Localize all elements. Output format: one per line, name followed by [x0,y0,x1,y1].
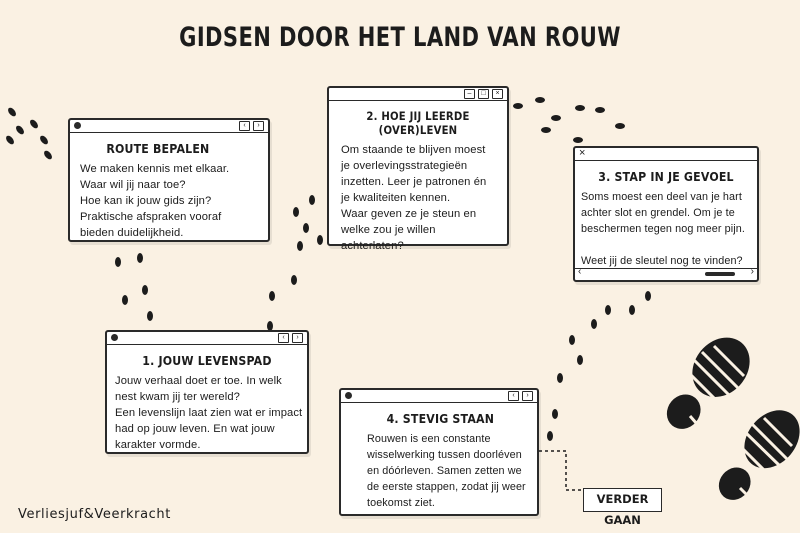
body-line: Praktische afspraken vooraf [80,211,222,223]
window-body: We maken kennis met elkaar. Waar wil jij… [70,161,268,241]
body-line: Een levenslijn laat zien wat er impact [115,407,303,419]
window-body: Om staande te blijven moest je overlevin… [329,142,507,254]
verder-gaan-button[interactable]: VERDER GAAN [583,488,662,527]
chevron-right-icon[interactable]: › [750,266,754,277]
chevron-left-icon[interactable]: ‹ [239,121,250,131]
body-line [581,237,751,253]
window-route-bepalen: ‹ › ROUTE BEPALEN We maken kennis met el… [68,118,270,242]
close-icon[interactable]: × [579,147,586,159]
body-line: achter slot en grendel. Om je te [581,207,735,219]
body-line: je kwaliteiten kennen. [341,192,451,204]
body-line: Weet jij de sleutel nog te vinden? [581,255,743,267]
window-title: 3. STAP IN JE GEVOEL [598,169,734,184]
body-line: wisselwerking tussen doorléven [367,449,522,461]
chevron-right-icon[interactable]: › [253,121,264,131]
body-line: Waar wil jij naar toe? [80,179,186,191]
body-line: welke zou je willen [341,224,436,236]
scroll-thumb[interactable] [705,272,735,276]
chevron-left-icon[interactable]: ‹ [278,333,289,343]
body-line: je overlevingsstrategieën [341,160,468,172]
maximize-icon[interactable]: □ [478,89,489,99]
window-dot-icon [111,334,118,341]
window-stevig-staan: ‹ › 4. STEVIG STAAN Rouwen is een consta… [339,388,539,516]
body-line: achterlaten? [341,240,404,252]
window-body: Rouwen is een constante wisselwerking tu… [341,431,537,511]
horizontal-scrollbar[interactable]: ‹ › [575,266,757,280]
close-icon[interactable]: × [492,89,503,99]
chevron-left-icon[interactable]: ‹ [578,266,582,277]
body-line: nest kwam jij ter wereld? [115,391,240,403]
body-line: Soms moest een deel van je hart [581,191,742,203]
window-jouw-levenspad: ‹ › 1. JOUW LEVENSPAD Jouw verhaal doet … [105,330,309,454]
window-title: ROUTE BEPALEN [106,141,210,156]
body-line: Waar geven ze je steun en [341,208,477,220]
body-line: inzetten. Leer je patronen én [341,176,487,188]
chevron-left-icon[interactable]: ‹ [508,391,519,401]
connector-line [539,450,583,491]
body-line: Rouwen is een constante [367,433,491,445]
window-stap-in-je-gevoel: × 3. STAP IN JE GEVOEL Soms moest een de… [573,146,759,282]
footstep-marks [6,97,651,441]
body-line: en dóórleven. Samen zetten we [367,465,522,477]
body-line: Om staande te blijven moest [341,144,486,156]
window-body: Jouw verhaal doet er toe. In welk nest k… [107,373,307,453]
body-line: de eerste stappen, zodat jij weer [367,481,526,493]
brand-name: Verliesjuf&Veerkracht [18,507,171,522]
body-line: karakter vormde. [115,439,201,451]
body-line: bieden duidelijkheid. [80,227,184,239]
body-line: We maken kennis met elkaar. [80,163,230,175]
window-title: 1. JOUW LEVENSPAD [142,353,272,368]
window-body: Soms moest een deel van je hart achter s… [575,189,757,269]
window-dot-icon [345,392,352,399]
window-dot-icon [74,122,81,129]
window-hoe-jij-leerde-overleven: – □ × 2. HOE JIJ LEERDE (OVER)LEVEN Om s… [327,86,509,252]
window-title: 4. STEVIG STAAN [386,411,495,426]
body-line: had op jouw leven. En wat jouw [115,423,275,435]
boot-prints-icon [666,337,800,500]
window-title: 2. HOE JIJ LEERDE (OVER)LEVEN [366,109,470,137]
body-line: Hoe kan ik jouw gids zijn? [80,195,212,207]
chevron-right-icon[interactable]: › [522,391,533,401]
minimize-icon[interactable]: – [464,89,475,99]
page-title: GIDSEN DOOR HET LAND VAN ROUW [179,22,621,53]
body-line: Jouw verhaal doet er toe. In welk [115,375,282,387]
body-line: toekomst ziet. [367,497,436,509]
chevron-right-icon[interactable]: › [292,333,303,343]
body-line: beschermen tegen nog meer pijn. [581,223,745,235]
